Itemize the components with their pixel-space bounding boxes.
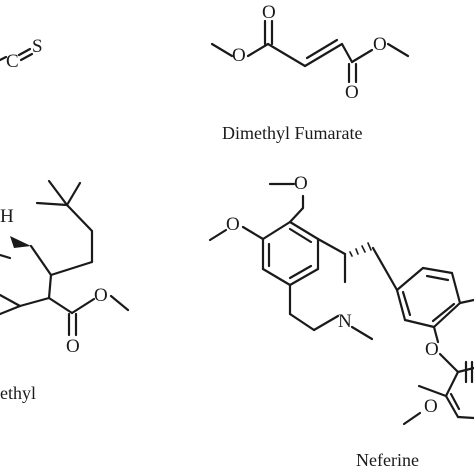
atom-o: O xyxy=(345,82,359,103)
atom-o: O xyxy=(232,45,246,66)
atom-o: O xyxy=(294,173,308,194)
dimethyl-fumarate-structure: O O O O xyxy=(210,2,410,103)
atom-s: S xyxy=(32,36,43,57)
partial-bicyclic-structure: H O O xyxy=(0,179,130,357)
neferine-structure: O O N xyxy=(208,173,474,426)
atom-o: O xyxy=(373,34,387,55)
atom-o: O xyxy=(424,396,438,417)
isothiocyanate-fragment: C S xyxy=(0,36,43,72)
stereo-wedge xyxy=(10,236,31,248)
atom-c: C xyxy=(6,51,19,72)
atom-o: O xyxy=(262,2,276,23)
atom-o: O xyxy=(94,285,108,306)
stereo-hash xyxy=(349,242,372,257)
caption-neferine: Neferine xyxy=(356,450,419,470)
atom-o: O xyxy=(66,336,80,357)
caption-dimethyl-fumarate: Dimethyl Fumarate xyxy=(222,123,362,143)
atom-o: O xyxy=(425,339,439,360)
atom-n: N xyxy=(338,311,352,332)
atom-h: H xyxy=(0,206,14,227)
atom-o: O xyxy=(226,214,240,235)
caption-partial-name: ethyl xyxy=(0,383,36,403)
